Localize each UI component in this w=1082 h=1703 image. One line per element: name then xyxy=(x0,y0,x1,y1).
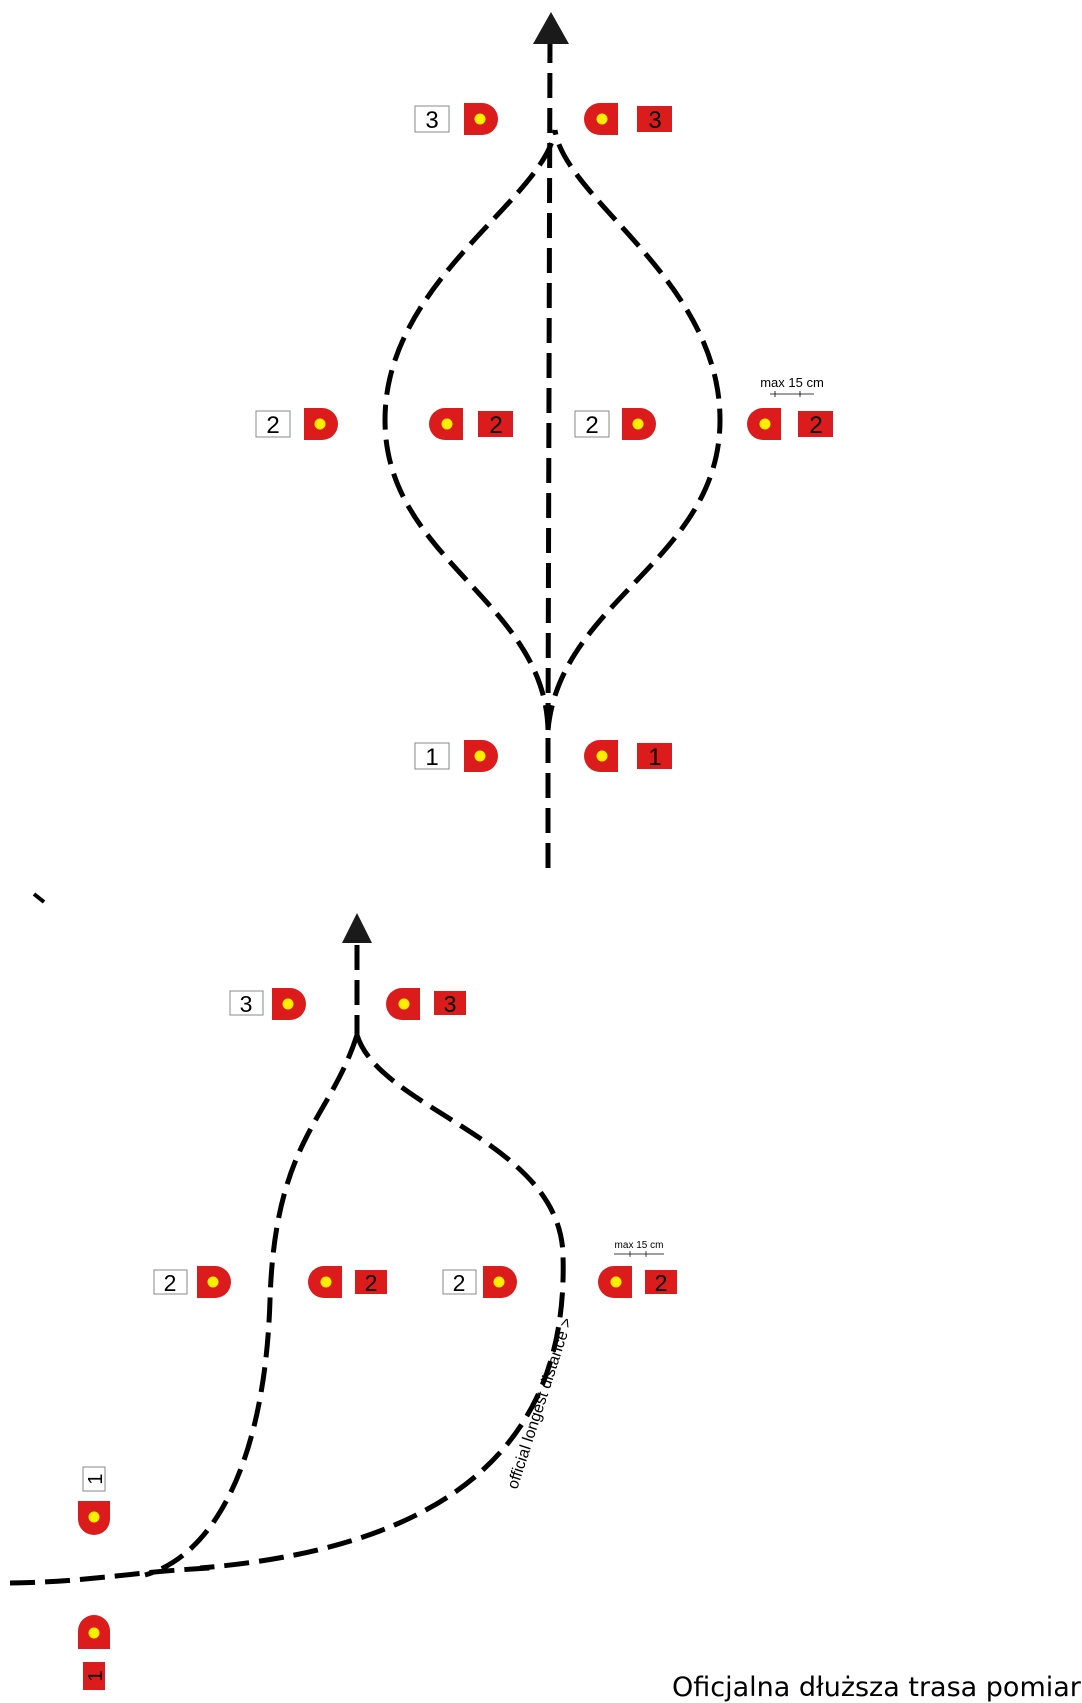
gate-3-number: 3 xyxy=(240,991,253,1017)
gate-marker-icon xyxy=(464,740,498,772)
gate-1-number: 1 xyxy=(425,744,438,771)
top-gate-1: 1 1 xyxy=(414,740,672,772)
gate-2-number: 2 xyxy=(266,412,279,439)
top-left-loop-path xyxy=(382,129,558,731)
bottom-gate-2-left: 2 xyxy=(153,1266,231,1298)
bottom-right-branch-path xyxy=(199,1034,566,1571)
gate-3-number: 3 xyxy=(444,991,457,1017)
gate-marker-icon xyxy=(584,103,618,135)
gate-1-number: 1 xyxy=(648,744,661,771)
bottom-gate-1: 1 1 xyxy=(78,1466,110,1690)
top-right-loop-path xyxy=(545,129,723,731)
gate-2-number: 2 xyxy=(164,1270,177,1296)
top-diagram: 3 3 2 2 2 2 xyxy=(255,12,833,868)
gate-2-number: 2 xyxy=(453,1270,466,1296)
gate-3-number: 3 xyxy=(425,107,438,134)
gate-marker-icon xyxy=(304,408,338,440)
stray-mark xyxy=(32,892,46,904)
spacing-note-text: max 15 cm xyxy=(760,375,824,390)
gate-marker-icon xyxy=(429,408,463,440)
top-gate-2-right: 2 xyxy=(747,408,833,440)
gate-marker-icon xyxy=(386,988,420,1020)
gate-marker-icon xyxy=(747,408,781,440)
top-gate-3: 3 3 xyxy=(414,103,672,135)
top-straight-path xyxy=(545,39,553,868)
gate-2-number: 2 xyxy=(809,412,822,439)
bottom-left-branch-path xyxy=(144,1034,360,1578)
top-gate-2-inner-left: 2 xyxy=(429,408,513,440)
gate-marker-icon xyxy=(622,408,656,440)
top-gate-2-inner-right: 2 xyxy=(574,408,656,440)
bottom-gate-2-inner-right: 2 xyxy=(442,1266,517,1298)
bottom-gate-2-right: 2 xyxy=(598,1266,677,1298)
gate-3-number: 3 xyxy=(648,107,661,134)
bottom-gate-2-inner-left: 2 xyxy=(308,1266,387,1298)
gate-2-number: 2 xyxy=(655,1270,668,1296)
gate-marker-icon xyxy=(197,1266,231,1298)
bottom-arrow-head-icon xyxy=(342,913,372,943)
gate-2-number: 2 xyxy=(365,1270,378,1296)
top-arrow-head-icon xyxy=(533,12,569,44)
gate-1-number: 1 xyxy=(85,1670,107,1681)
gate-marker-icon xyxy=(483,1266,517,1298)
gate-2-number: 2 xyxy=(489,412,502,439)
route-label: official longest distance > xyxy=(505,1316,576,1491)
gate-marker-icon xyxy=(78,1501,110,1535)
bottom-gate-3: 3 3 xyxy=(229,988,466,1020)
top-gate-2-left: 2 xyxy=(255,408,338,440)
top-spacing-note: max 15 cm xyxy=(760,375,824,397)
gate-marker-icon xyxy=(78,1615,110,1649)
gate-marker-icon xyxy=(464,103,498,135)
gate-2-number: 2 xyxy=(585,412,598,439)
gate-marker-icon xyxy=(272,988,306,1020)
gate-marker-icon xyxy=(598,1266,632,1298)
gate-1-number: 1 xyxy=(85,1473,107,1484)
bottom-diagram: 3 3 2 2 2 2 max 15 cm xyxy=(9,913,677,1690)
gate-marker-icon xyxy=(584,740,618,772)
diagram-caption: Oficjalna dłuższa trasa pomiaru xyxy=(672,1672,1082,1703)
spacing-note-text: max 15 cm xyxy=(615,1240,664,1251)
bottom-entry-path xyxy=(9,1565,211,1586)
gate-marker-icon xyxy=(308,1266,342,1298)
bottom-spacing-note: max 15 cm xyxy=(614,1240,664,1257)
